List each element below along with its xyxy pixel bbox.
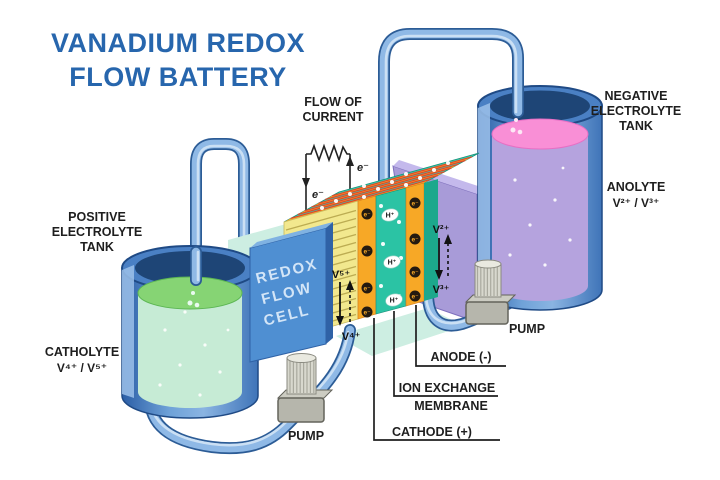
v5-label: V⁵⁺ — [332, 269, 351, 281]
cell-top-dots — [320, 161, 450, 210]
cell-plate: REDOX FLOW CELL — [249, 222, 333, 363]
callout-lines — [373, 305, 506, 441]
membrane-label-2: MEMBRANE — [414, 399, 488, 413]
svg-text:e⁻: e⁻ — [363, 249, 370, 256]
svg-text:e⁻: e⁻ — [411, 270, 418, 277]
catholyte-bubbles — [158, 310, 230, 397]
svg-text:e⁻: e⁻ — [411, 237, 418, 244]
positive-tank-label-1: POSITIVE — [68, 210, 126, 224]
proton-badges: H⁺ H⁺ H⁺ — [381, 208, 403, 307]
flow-of-current-label-2: CURRENT — [302, 110, 363, 124]
cell-top-separators — [290, 156, 473, 219]
negative-tank-label-3: TANK — [619, 119, 653, 133]
pipe-left-supply — [143, 324, 356, 455]
v4-label: V⁴⁺ — [342, 331, 361, 343]
pipe-left-outlet — [187, 246, 202, 308]
v2-label: V²⁺ — [433, 224, 450, 236]
positive-tank-label-3: TANK — [80, 240, 114, 254]
droplets-right — [510, 118, 523, 135]
electron-right-label: e⁻ — [357, 162, 369, 174]
circuit — [302, 143, 354, 212]
anolyte-bubbles — [508, 166, 572, 267]
pump-right-label: PUMP — [509, 322, 545, 336]
cathode-label: CATHODE (+) — [392, 425, 472, 439]
anolyte-label: ANOLYTE — [607, 180, 666, 194]
negative-tank — [477, 85, 603, 311]
svg-text:e⁻: e⁻ — [363, 310, 370, 317]
svg-text:H⁺: H⁺ — [388, 259, 397, 267]
catholyte-species: V⁴⁺ / V⁵⁺ — [57, 361, 107, 375]
pipe-left-return — [190, 138, 250, 284]
membrane-label-1: ION EXCHANGE — [399, 381, 496, 395]
svg-text:H⁺: H⁺ — [390, 297, 399, 305]
anode-label: ANODE (-) — [430, 350, 491, 364]
page-title-line2: FLOW BATTERY — [69, 62, 286, 92]
species-annotations: V⁵⁺ V⁴⁺ V²⁺ V³⁺ — [332, 224, 452, 343]
cell-side-face — [424, 179, 438, 301]
v3-label: V³⁺ — [433, 284, 450, 296]
svg-text:e⁻: e⁻ — [411, 201, 418, 208]
anolyte-surface — [491, 118, 589, 150]
svg-text:e⁻: e⁻ — [411, 294, 418, 301]
electron-badges-left: e⁻ e⁻ e⁻ e⁻ — [361, 208, 373, 318]
svg-text:H⁺: H⁺ — [386, 212, 395, 220]
pump-left-label: PUMP — [288, 429, 324, 443]
negative-tank-label-2: ELECTROLYTE — [591, 104, 682, 118]
pipe-right-return — [378, 28, 524, 198]
flow-of-current-label-1: FLOW OF — [304, 95, 362, 109]
positive-tank-label-2: ELECTROLYTE — [52, 225, 143, 239]
svg-text:e⁻: e⁻ — [363, 212, 370, 219]
svg-text:e⁻: e⁻ — [363, 286, 370, 293]
positive-tank — [121, 245, 259, 419]
catholyte-label: CATHOLYTE — [45, 345, 119, 359]
negative-tank-label-1: NEGATIVE — [605, 89, 668, 103]
electron-left-label: e⁻ — [312, 189, 324, 201]
page-title-line1: VANADIUM REDOX — [51, 28, 305, 58]
membrane-dots — [379, 204, 403, 298]
pump-left-icon — [276, 353, 334, 423]
electron-badges-right: e⁻ e⁻ e⁻ e⁻ — [409, 197, 421, 302]
droplets-left — [187, 291, 200, 308]
anolyte-species: V²⁺ / V³⁺ — [613, 196, 660, 210]
pump-right-icon — [464, 259, 517, 325]
